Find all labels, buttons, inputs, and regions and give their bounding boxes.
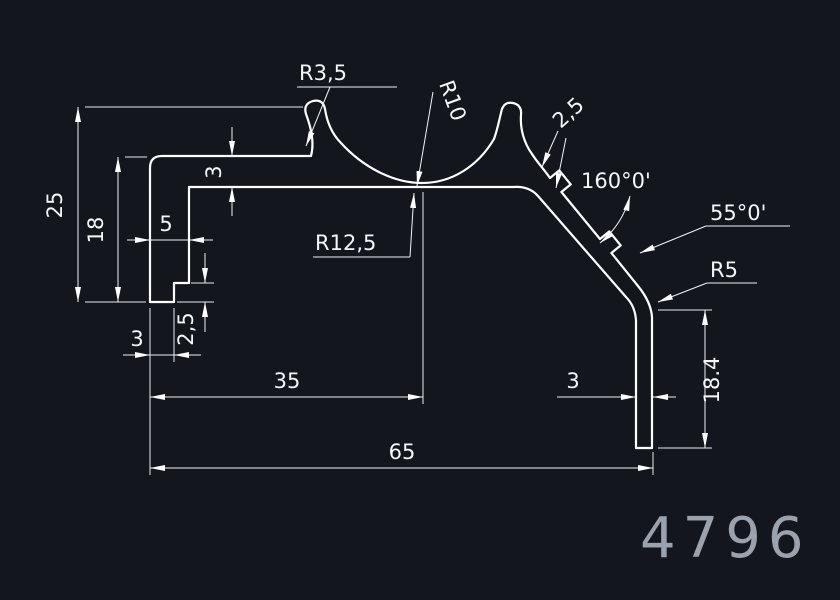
label-r35: R3,5: [299, 61, 347, 85]
profile-path: [148, 99, 654, 450]
label-tab25: 2,5: [548, 93, 589, 133]
label-35: 35: [274, 369, 301, 393]
leader-r5: [657, 282, 708, 303]
extension-lines: [85, 106, 712, 475]
label-5: 5: [159, 212, 172, 236]
leader-tab25-a: [541, 130, 559, 168]
label-18: 18: [84, 217, 108, 244]
part-number: 4796: [640, 506, 811, 571]
dim-160-arc: [599, 195, 631, 244]
label-r10: R10: [434, 77, 471, 124]
label-184: 18.4: [700, 357, 724, 404]
dimension-labels: R3,5 R10 R12,5 R5 2,5 160°0' 55°0' 25 18…: [43, 61, 766, 464]
leader-55: [639, 225, 707, 254]
label-3-bottomleft: 3: [130, 327, 143, 351]
leader-r125: [409, 192, 417, 258]
dimension-lines: [75, 107, 708, 471]
profile-outline: [148, 99, 654, 450]
label-65: 65: [389, 440, 416, 464]
label-angle160: 160°0': [581, 169, 651, 193]
leader-tab25-b: [555, 137, 567, 189]
label-r125: R12,5: [315, 231, 376, 255]
leader-lines: [297, 86, 790, 303]
leader-r35: [305, 86, 331, 147]
label-angle55: 55°0': [710, 201, 766, 225]
label-3-bottomright: 3: [566, 369, 579, 393]
label-r5: R5: [710, 258, 738, 282]
label-25: 25: [43, 192, 67, 219]
label-3-top: 3: [202, 165, 226, 178]
label-step25: 2,5: [174, 312, 198, 345]
leader-r10: [416, 91, 434, 187]
